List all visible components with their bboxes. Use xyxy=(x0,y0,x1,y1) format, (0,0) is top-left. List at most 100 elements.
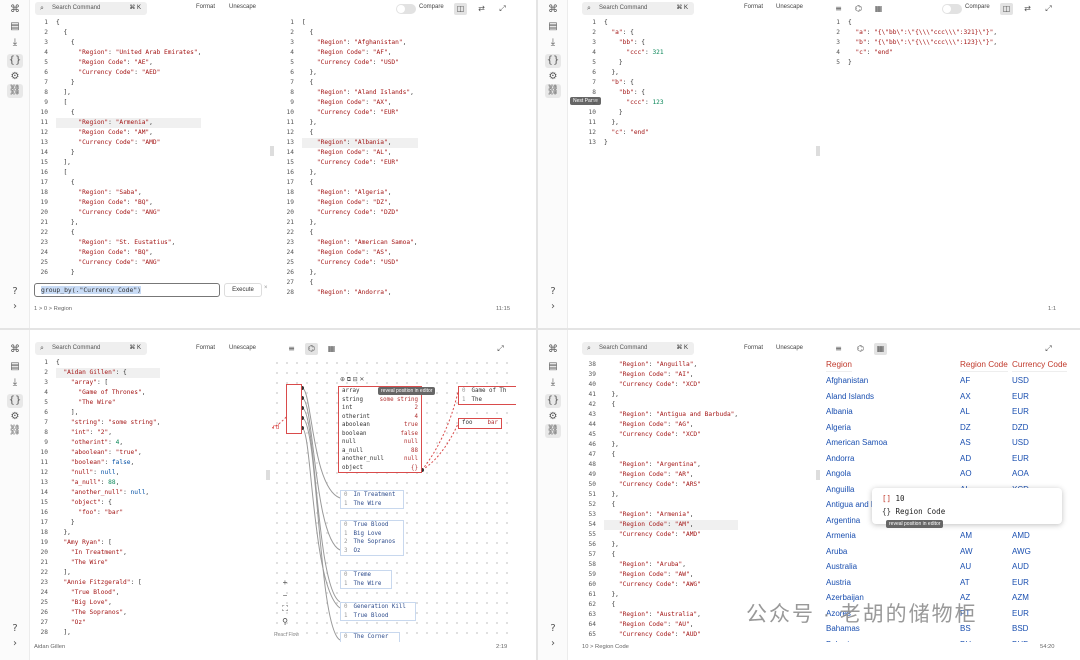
table-cell[interactable]: EUR xyxy=(1012,608,1029,618)
format-button[interactable]: Format xyxy=(196,345,216,351)
splitter-handle[interactable] xyxy=(816,146,820,156)
table-cell[interactable]: AT xyxy=(960,577,970,587)
search-command[interactable]: ⌕ Search Command ⌘ K xyxy=(582,2,694,15)
search-command[interactable]: ⌕ Search Command ⌘ K xyxy=(582,342,694,355)
help-icon[interactable]: ? xyxy=(550,623,556,634)
link-icon[interactable]: ⛓ xyxy=(545,424,561,438)
table-icon[interactable]: ▦ xyxy=(874,343,887,355)
table-cell[interactable]: AF xyxy=(960,376,971,385)
splitter-handle[interactable] xyxy=(816,470,820,480)
splitter-handle[interactable] xyxy=(266,470,270,480)
fit-view-icon[interactable]: ⛶ xyxy=(282,604,288,613)
unescape-button[interactable]: Unescape xyxy=(776,345,804,351)
file-icon[interactable]: ▤ xyxy=(10,21,20,32)
table-cell[interactable]: Austria xyxy=(826,577,851,587)
table-header[interactable]: Region Code xyxy=(960,360,1008,372)
table-cell[interactable]: USD xyxy=(1012,438,1029,447)
file-icon[interactable]: ▤ xyxy=(548,361,558,372)
file-icon[interactable]: ▤ xyxy=(10,361,20,372)
json-icon[interactable]: {} xyxy=(7,394,23,408)
table-cell[interactable]: Andorra xyxy=(826,453,855,463)
table-cell[interactable]: PT xyxy=(960,608,971,618)
table-cell[interactable]: EUR xyxy=(1012,407,1029,416)
menu-icon[interactable]: ≡ xyxy=(288,344,295,353)
table-cell[interactable]: AM xyxy=(960,531,972,540)
split-view-icon[interactable]: ◫ xyxy=(454,3,467,15)
help-icon[interactable]: ? xyxy=(550,286,556,297)
link-icon[interactable]: ⛓ xyxy=(8,425,22,436)
lock-icon[interactable]: ⚲ xyxy=(282,617,288,626)
tools-icon[interactable]: ⚙ xyxy=(548,411,558,422)
graph-node-stub[interactable] xyxy=(286,384,302,434)
table-cell[interactable]: AMD xyxy=(1012,531,1030,540)
table-cell[interactable]: Azores xyxy=(826,608,851,618)
popup-key[interactable]: Region Code xyxy=(895,507,946,516)
menu-icon[interactable]: ≡ xyxy=(835,4,842,13)
table-cell[interactable]: Azerbaijan xyxy=(826,593,864,602)
tools-icon[interactable]: ⚙ xyxy=(10,411,20,422)
swap-icon[interactable]: ⇄ xyxy=(1024,4,1031,13)
compare-toggle[interactable] xyxy=(942,4,962,14)
download-icon[interactable]: ⤓ xyxy=(550,377,556,388)
table-cell[interactable]: AX xyxy=(960,391,971,401)
table-cell[interactable]: BS xyxy=(960,624,971,633)
download-icon[interactable]: ⤓ xyxy=(12,37,18,48)
json-icon[interactable]: {} xyxy=(545,394,561,408)
format-button[interactable]: Format xyxy=(744,4,764,10)
table-cell[interactable]: AO xyxy=(960,469,972,478)
menu-icon[interactable]: ≡ xyxy=(835,344,842,353)
table-cell[interactable]: Algeria xyxy=(826,422,851,432)
tools-icon[interactable]: ⚙ xyxy=(10,71,20,82)
table-cell[interactable]: Australia xyxy=(826,562,858,571)
table-icon[interactable]: ▦ xyxy=(327,344,336,353)
split-view-icon[interactable]: ◫ xyxy=(1000,3,1013,15)
table-cell[interactable]: Aland Islands xyxy=(826,391,875,401)
table-cell[interactable]: BHD xyxy=(1012,637,1029,643)
node-toolbar[interactable]: ⊕ ⧉ ⊟ ✕ xyxy=(340,377,365,383)
fullscreen-icon[interactable]: ⤢ xyxy=(497,344,504,353)
compare-toggle[interactable] xyxy=(396,4,416,14)
graph-icon[interactable]: ⌬ xyxy=(857,344,864,353)
table-cell[interactable]: Argentina xyxy=(826,515,861,525)
table-cell[interactable]: AUD xyxy=(1012,562,1029,571)
table-cell[interactable]: Antigua and Barbuda xyxy=(826,500,902,509)
table-cell[interactable]: AZ xyxy=(960,593,971,602)
table-cell[interactable]: AL xyxy=(960,407,970,416)
search-command[interactable]: ⌕ Search Command ⌘ K xyxy=(35,342,147,355)
table-cell[interactable]: DZ xyxy=(960,422,971,432)
table-cell[interactable]: American Samoa xyxy=(826,438,888,447)
unescape-button[interactable]: Unescape xyxy=(229,345,257,351)
link-icon[interactable]: ⛓ xyxy=(7,84,23,98)
graph-icon[interactable]: ⌬ xyxy=(305,343,318,355)
table-cell[interactable]: AD xyxy=(960,453,972,463)
table-cell[interactable]: AS xyxy=(960,438,971,447)
json-icon[interactable]: {} xyxy=(7,54,23,68)
unescape-button[interactable]: Unescape xyxy=(229,4,257,10)
link-icon[interactable]: ⛓ xyxy=(545,84,561,98)
help-icon[interactable]: ? xyxy=(12,623,18,634)
query-input[interactable]: group_by(."Currency Code") xyxy=(34,283,220,297)
file-icon[interactable]: ▤ xyxy=(548,21,558,32)
table-cell[interactable]: Bahamas xyxy=(826,624,860,633)
swap-icon[interactable]: ⇄ xyxy=(478,4,485,13)
download-icon[interactable]: ⤓ xyxy=(550,37,556,48)
table-cell[interactable]: Angola xyxy=(826,469,851,478)
expand-icon[interactable]: › xyxy=(13,301,17,312)
table-cell[interactable]: EUR xyxy=(1012,391,1029,401)
json-icon[interactable]: {} xyxy=(545,54,561,68)
download-icon[interactable]: ⤓ xyxy=(12,377,18,388)
format-button[interactable]: Format xyxy=(744,345,764,351)
table-header[interactable]: Region xyxy=(826,360,852,372)
fullscreen-icon[interactable]: ⤢ xyxy=(499,4,506,13)
